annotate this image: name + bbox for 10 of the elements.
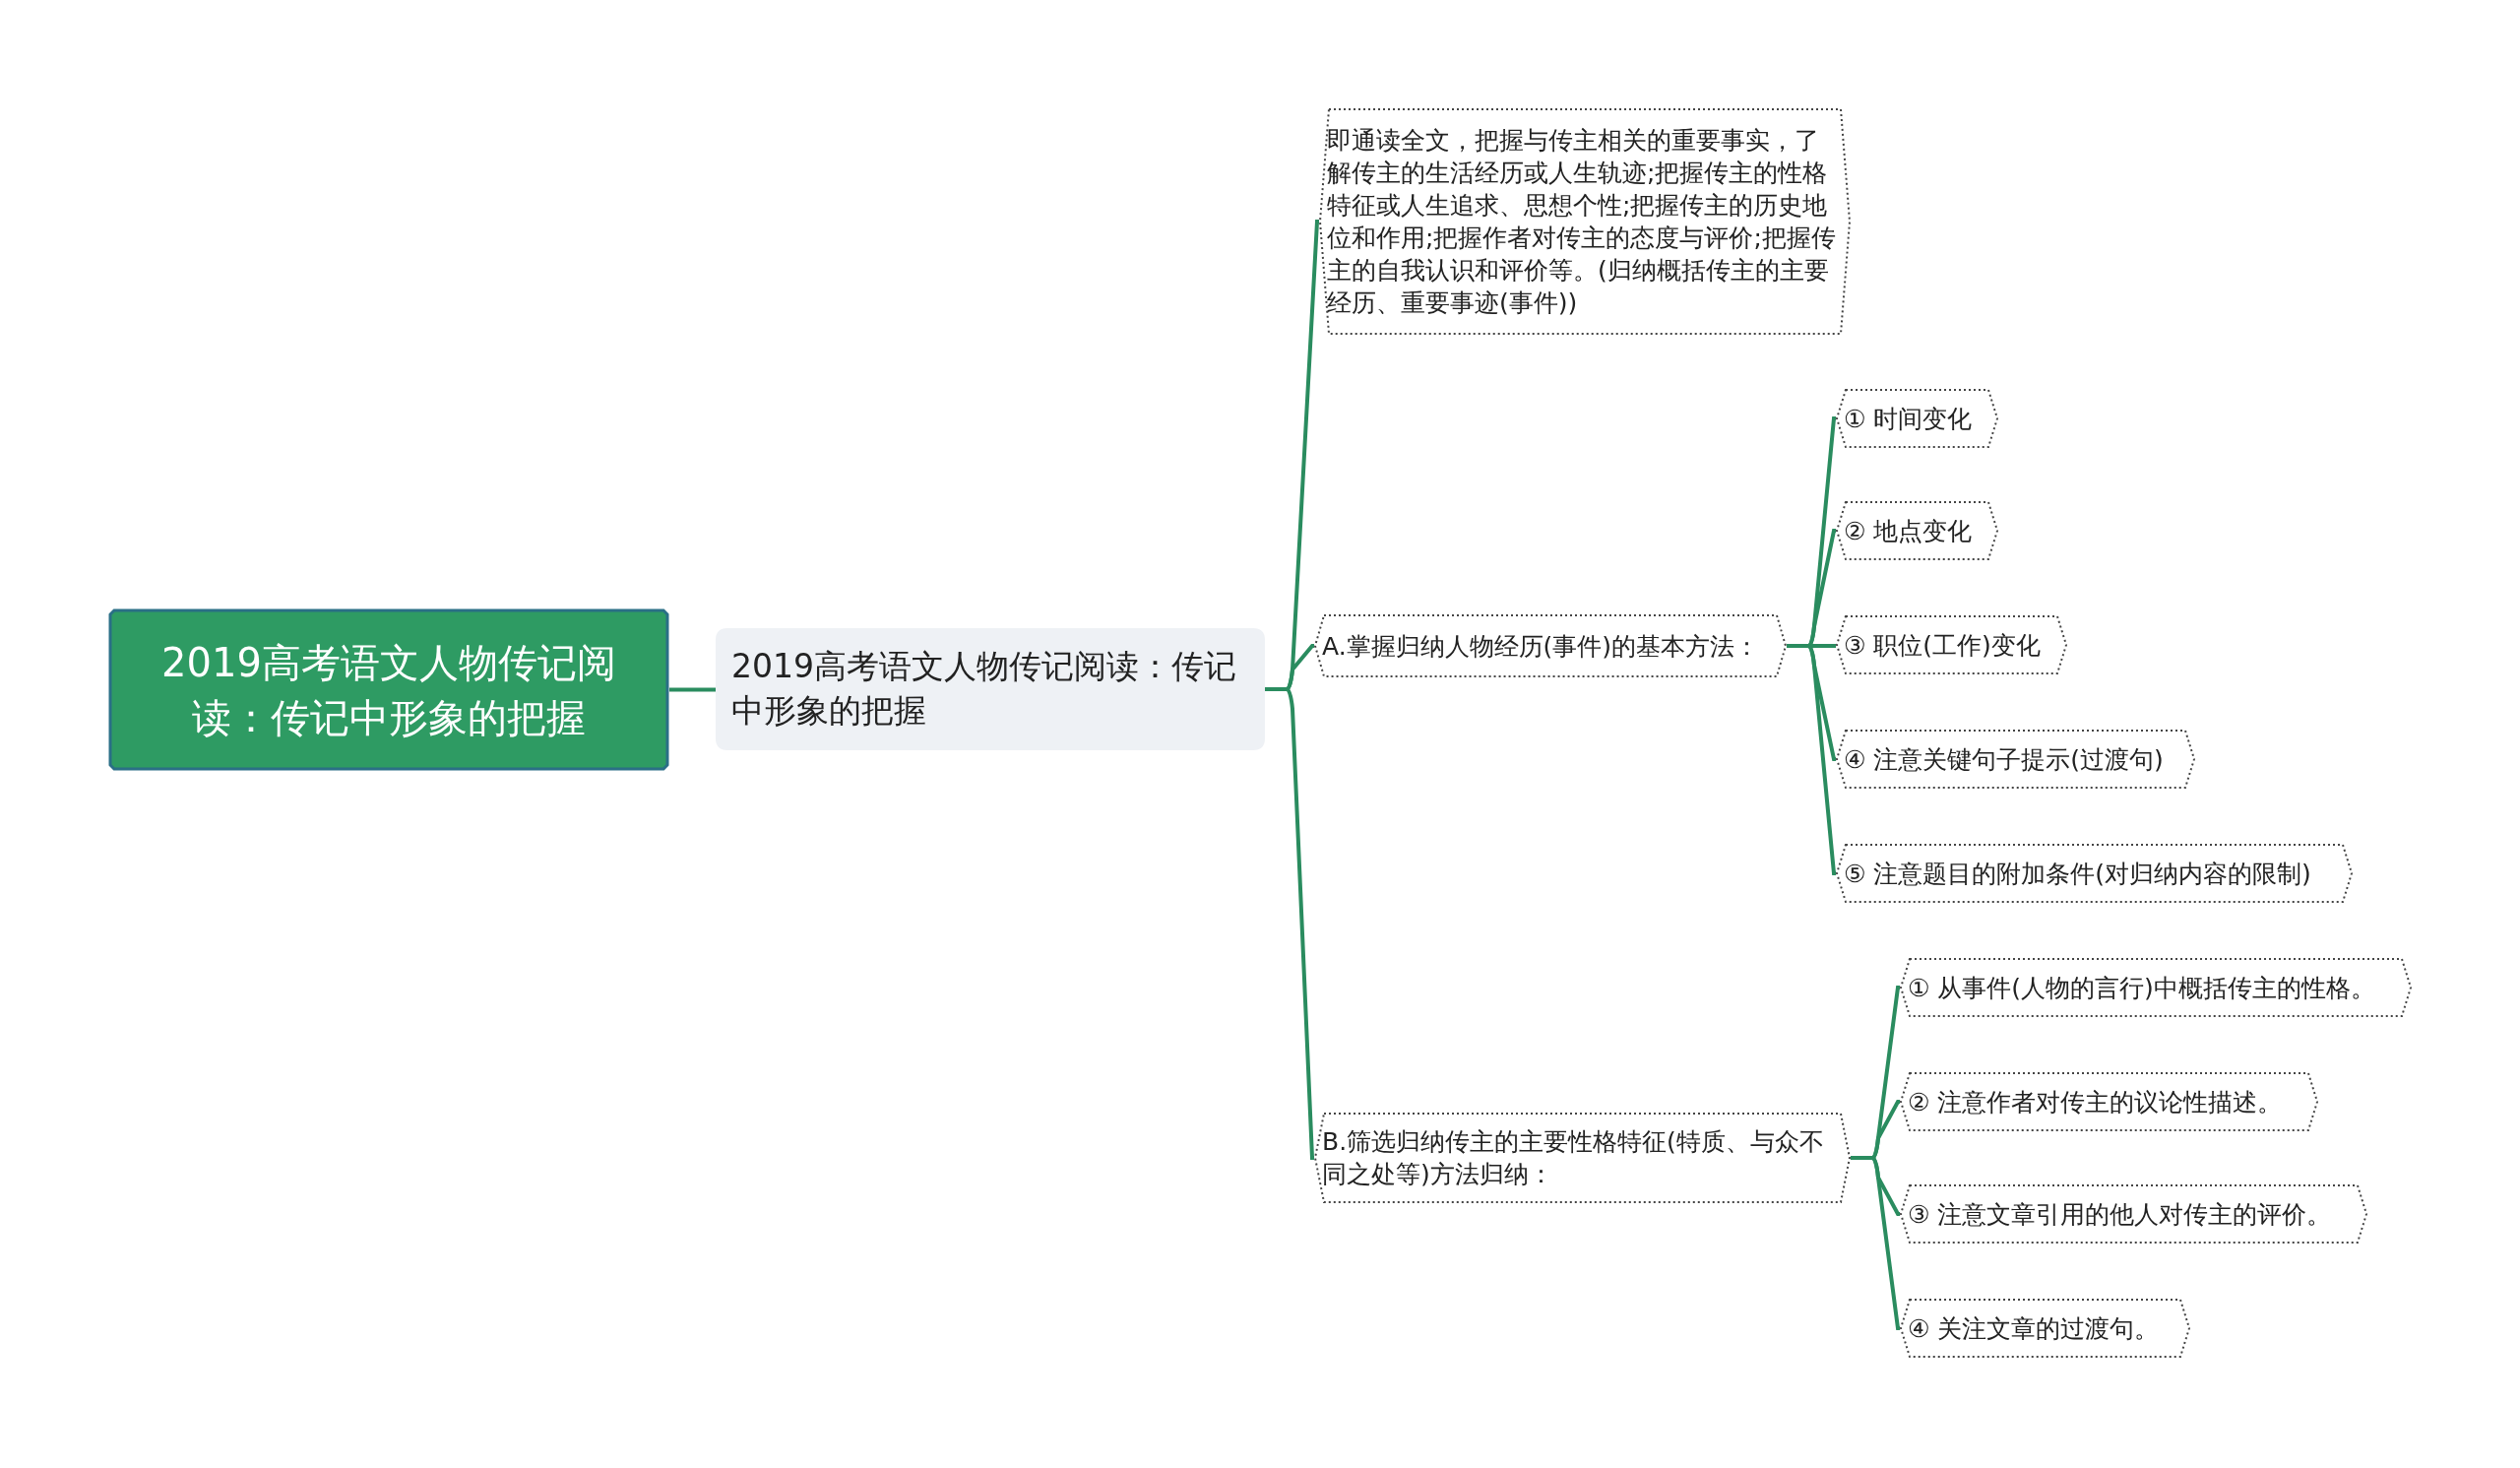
hexagon-box: ③ 职位(工作)变化: [1836, 615, 2067, 674]
hexagon-box: ① 时间变化: [1836, 389, 1998, 448]
hexagon-box: ② 地点变化: [1836, 501, 1998, 560]
connector-line: [1265, 687, 1316, 1160]
connector-line: [1851, 1156, 1901, 1330]
topic-box: 2019高考语文人物传记阅读：传记中形象的把握: [716, 628, 1265, 750]
connector-line: [1787, 644, 1837, 875]
connector-line: [669, 687, 716, 692]
root-topic-box: 2019高考语文人物传记阅读：传记中形象的把握: [108, 608, 669, 771]
hexagon-box: ④ 关注文章的过渡句。: [1900, 1299, 2190, 1358]
